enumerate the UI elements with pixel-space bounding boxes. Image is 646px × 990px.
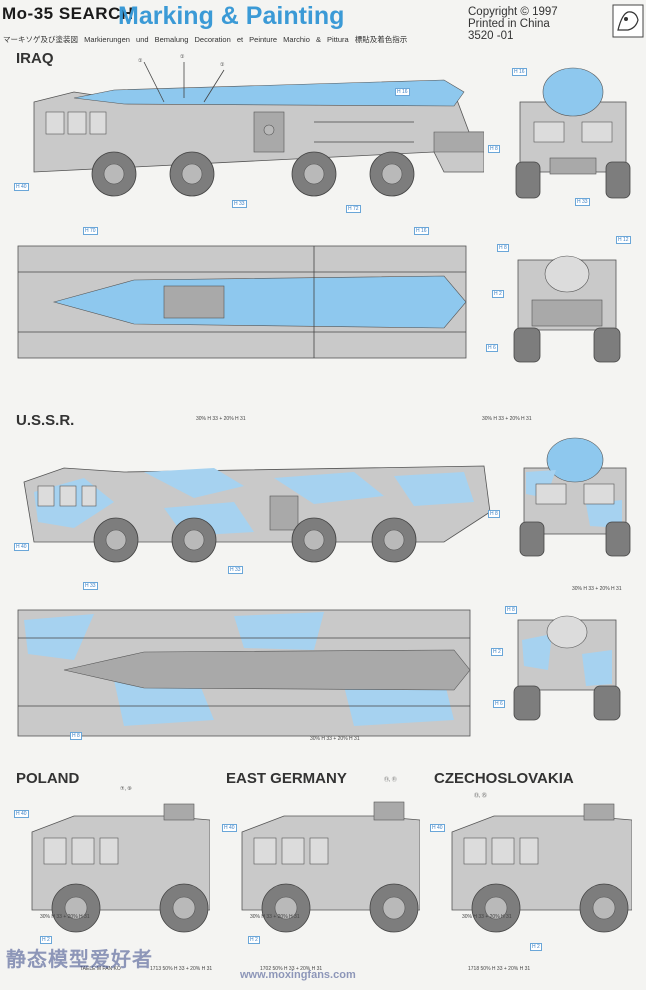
section-label-east-germany: EAST GERMANY	[226, 770, 347, 787]
color-callout: H 40	[14, 810, 29, 818]
decal-number: ①	[220, 62, 225, 68]
color-callout: H 8	[70, 732, 82, 740]
color-callout: H 8	[488, 145, 500, 153]
czechoslovakia-truck-view	[451, 803, 632, 933]
color-callout: H 40	[14, 183, 29, 191]
iraq-rear-view	[513, 255, 621, 363]
poland-truck-view	[31, 803, 210, 933]
color-callout: 30% H 33 + 20% H 31	[250, 914, 300, 920]
corner-emblem-icon	[612, 4, 644, 38]
decal-number: ⑦, ⑨	[120, 786, 132, 792]
color-callout: H 2	[492, 290, 504, 298]
color-callout: 30% H 33 + 20% H 31	[310, 736, 360, 742]
color-callout: H 33	[232, 200, 247, 208]
logo-text: Mo-35 SEARCH	[2, 4, 134, 23]
ussr-rear-view	[513, 615, 621, 721]
subtitle-line: マーキソゲ及び塗装図 Markierungen und Bemalung Dec…	[3, 35, 408, 44]
iraq-front-view	[515, 67, 631, 199]
copyright-block: Copyright © 1997 Printed in China	[468, 6, 558, 30]
printed-line: Printed in China	[468, 18, 550, 30]
color-callout: H 2	[530, 943, 542, 951]
color-callout: H 33	[228, 566, 243, 574]
section-label-iraq: IRAQ	[16, 50, 54, 67]
color-callout: H 40	[222, 824, 237, 832]
section-label-ussr: U.S.S.R.	[16, 412, 75, 429]
color-callout: H 8	[488, 510, 500, 518]
iraq-top-view	[17, 245, 467, 359]
watermark-text: 静态模型爱好者	[6, 949, 153, 971]
decal-number: ①	[180, 54, 185, 60]
decal-number: ⑬, ⑮	[474, 793, 487, 799]
paint-strip-poland: 1713 50% H 33 + 20% H 31	[150, 966, 213, 972]
color-callout: H 33	[575, 198, 590, 206]
paint-strip-poland-mark: TAELE M FAN KO	[80, 966, 121, 972]
color-callout: H 2	[40, 936, 52, 944]
section-label-poland: POLAND	[16, 770, 80, 787]
color-callout: 30% H 33 + 20% H 31	[572, 586, 622, 592]
color-callout: H 40	[14, 543, 29, 551]
paint-strip-czechoslovakia: 1718 50% H 33 + 20% H 31	[468, 966, 531, 972]
color-callout: H 6	[486, 344, 498, 352]
color-callout: H 72	[346, 205, 361, 213]
color-callout: 30% H 33 + 20% H 31	[482, 416, 532, 422]
color-callout: H 8	[497, 244, 509, 252]
paint-strip-east-germany: 1702 50% H 33 + 20% H 31	[260, 966, 323, 972]
copyright-line: Copyright © 1997	[468, 6, 558, 18]
section-label-czechoslovakia: CZECHOSLOVAKIA	[434, 770, 574, 787]
color-callout: H 8	[505, 606, 517, 614]
color-callout: H 2	[491, 648, 503, 656]
color-callout: H 16	[395, 88, 410, 96]
watermark-url: www.moxingfans.com	[240, 969, 356, 981]
color-callout: H 33	[83, 582, 98, 590]
color-callout: H 16	[414, 227, 429, 235]
decal-number: ⑪, ⑪	[384, 777, 397, 783]
east-germany-truck-view	[241, 801, 420, 933]
color-callout: H 6	[493, 700, 505, 708]
catalog-code: 3520 -01	[468, 30, 514, 42]
color-callout: 30% H 33 + 20% H 31	[196, 416, 246, 422]
ussr-front-view	[519, 437, 631, 557]
color-callout: H 40	[430, 824, 445, 832]
ussr-side-view	[23, 465, 491, 563]
color-callout: H 12	[616, 236, 631, 244]
color-callout: H 16	[512, 68, 527, 76]
iraq-side-view	[33, 62, 484, 197]
ussr-top-view	[17, 609, 471, 737]
color-callout: 30% H 33 + 20% H 31	[462, 914, 512, 920]
color-callout: H 70	[83, 227, 98, 235]
page-title: Marking & Painting	[118, 2, 345, 30]
color-callout: H 2	[248, 936, 260, 944]
decal-number: ①	[138, 58, 143, 64]
color-callout: 30% H 33 + 20% H 31	[40, 914, 90, 920]
